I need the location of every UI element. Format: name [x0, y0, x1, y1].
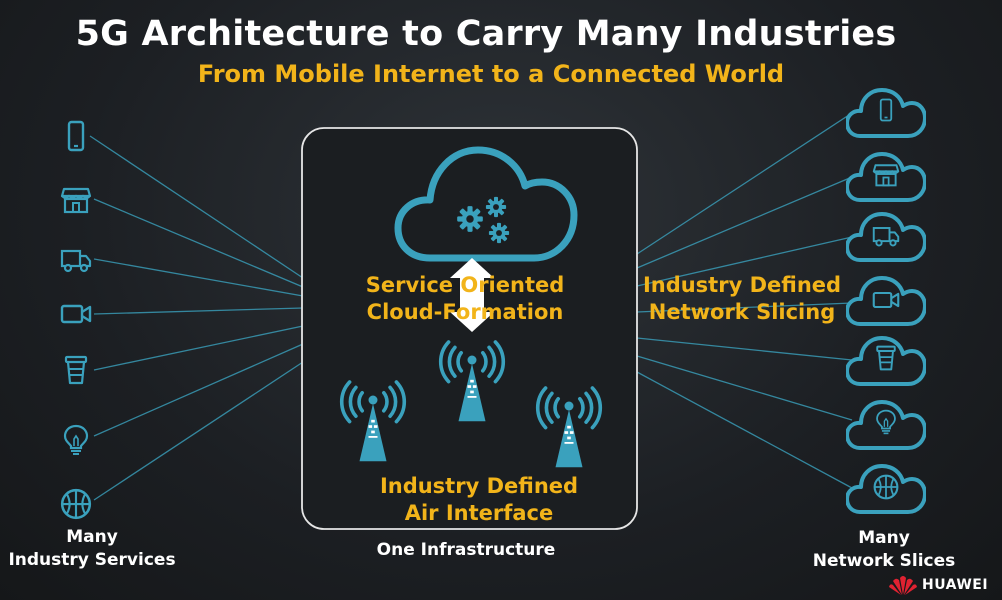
slice-cloud-video — [846, 276, 926, 326]
store-icon — [60, 187, 92, 214]
cloud-formation-label: Service Oriented Cloud-Formation — [365, 273, 565, 324]
cloud-icon — [394, 146, 578, 262]
left-connection-lines — [89, 135, 304, 501]
slice-cloud-bulb — [846, 400, 926, 450]
right-slice-clouds — [846, 88, 926, 514]
network-slicing-label: Industry Defined Network Slicing — [642, 273, 842, 324]
page-subtitle: From Mobile Internet to a Connected Worl… — [197, 60, 785, 88]
double-arrow-icon — [450, 258, 494, 332]
industry-services-label: Many Industry Services — [8, 527, 176, 570]
phone-icon — [67, 120, 85, 152]
network-slices-label: Many Network Slices — [812, 528, 956, 571]
right-connection-lines — [636, 112, 853, 489]
lightbulb-icon — [63, 424, 89, 456]
huawei-flower-icon — [889, 576, 917, 595]
air-interface-label: Industry Defined Air Interface — [379, 474, 579, 525]
brand-name: HUAWEI — [922, 577, 989, 593]
truck-icon — [60, 249, 92, 273]
cup-icon — [64, 355, 88, 385]
video-camera-icon — [60, 304, 92, 324]
basketball-icon — [60, 488, 92, 520]
infrastructure-label: One Infrastructure — [376, 540, 556, 560]
page-title: 5G Architecture to Carry Many Industries — [75, 14, 897, 54]
huawei-logo: HUAWEI — [888, 574, 988, 596]
slice-cloud-truck — [846, 212, 926, 262]
basketball-icon — [873, 474, 899, 500]
slice-cloud-phone — [846, 88, 926, 138]
slice-cloud-cup — [846, 336, 926, 386]
